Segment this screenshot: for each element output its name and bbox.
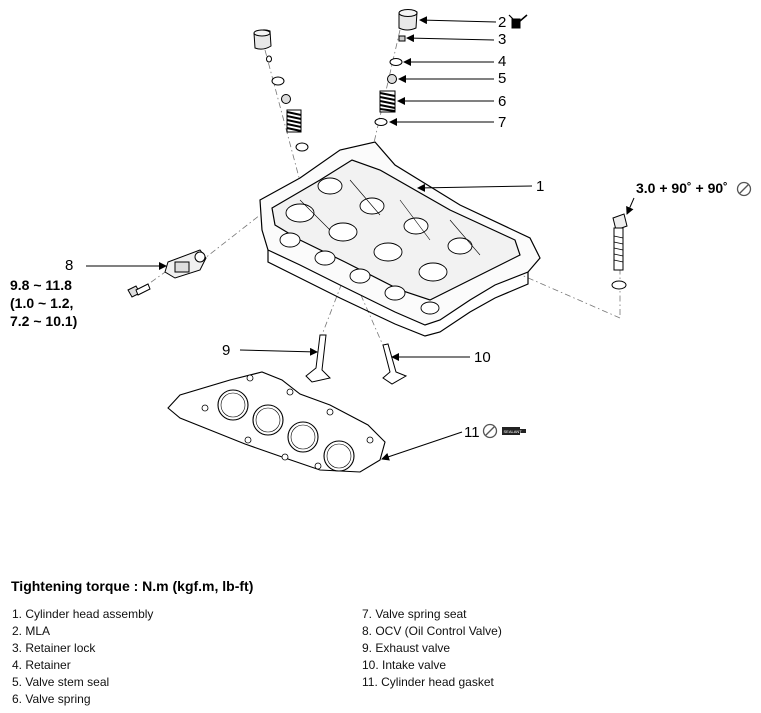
head-bolt-torque: 3.0 + 90˚ + 90˚ (636, 180, 728, 196)
ocv-bolt (127, 283, 151, 298)
head-bolt (612, 213, 628, 271)
lubricate-icon (508, 14, 528, 29)
callout-numbers: 2 3 4 5 6 7 1 8 9 10 11 (65, 14, 544, 441)
callout-7: 7 (498, 114, 506, 131)
valve-spring-seat (374, 118, 388, 126)
spring-seat-left (295, 142, 309, 152)
retainer-left (271, 76, 285, 86)
valve-spring-left (286, 109, 302, 133)
valve-stem-seal-left (281, 94, 291, 104)
intake-valve (382, 343, 408, 385)
callout-10: 10 (474, 349, 491, 366)
cylinder-head-assembly (259, 141, 541, 337)
head-bolt-washer (611, 280, 627, 290)
exhaust-valve (305, 334, 331, 383)
parts-legend-right: 7. Valve spring seat 8. OCV (Oil Control… (362, 606, 502, 691)
right-valve-train-stack (374, 9, 418, 126)
retainer (389, 58, 403, 66)
callout-8: 8 (65, 257, 73, 274)
callout-9: 9 (222, 342, 230, 359)
sealant-tube-label: SEALANT (504, 429, 523, 434)
ocv-torque-line-2: (1.0 ~ 1.2, (10, 295, 73, 311)
legend-item: 1. Cylinder head assembly (12, 607, 154, 621)
callout-4: 4 (498, 53, 506, 70)
legend-item: 4. Retainer (12, 658, 71, 672)
torque-units-heading: Tightening torque : N.m (kgf.m, lb-ft) (11, 578, 254, 594)
legend-item: 10. Intake valve (362, 658, 447, 672)
valve-stem-seal (387, 74, 397, 84)
legend-item: 3. Retainer lock (12, 641, 96, 655)
legend-item: 5. Valve stem seal (12, 675, 110, 689)
parts-legend-left: 1. Cylinder head assembly 2. MLA 3. Reta… (12, 606, 153, 708)
leader-lines (86, 16, 635, 461)
legend-item: 7. Valve spring seat (362, 607, 467, 621)
retainer-lock (398, 35, 406, 42)
callout-11: 11 (464, 424, 480, 441)
callout-2: 2 (498, 14, 506, 31)
ocv-torque-spec: 9.8 ~ 11.8 (1.0 ~ 1.2, 7.2 ~ 10.1) (10, 277, 77, 329)
sealant-tube-icon: SEALANT (502, 427, 526, 435)
legend-item: 2. MLA (12, 624, 51, 638)
legend-item: 11. Cylinder head gasket (362, 675, 494, 689)
legend-item: 8. OCV (Oil Control Valve) (362, 624, 502, 638)
callout-6: 6 (498, 93, 506, 110)
left-valve-train-stack (253, 29, 309, 152)
legend-item: 6. Valve spring (12, 692, 91, 706)
cylinder-head-gasket (167, 371, 386, 473)
valve-spring (379, 90, 396, 113)
ocv-torque-line-3: 7.2 ~ 10.1) (10, 313, 77, 329)
callout-5: 5 (498, 70, 506, 87)
ocv-oil-control-valve (164, 249, 207, 279)
ocv-torque-line-1: 9.8 ~ 11.8 (10, 277, 72, 293)
legend-item: 9. Exhaust valve (362, 641, 451, 655)
callout-3: 3 (498, 31, 506, 48)
do-not-reuse-icon (736, 181, 752, 197)
retainer-lock-left (266, 55, 272, 63)
callout-1: 1 (536, 178, 544, 195)
gasket-do-not-reuse-icon (482, 423, 498, 439)
